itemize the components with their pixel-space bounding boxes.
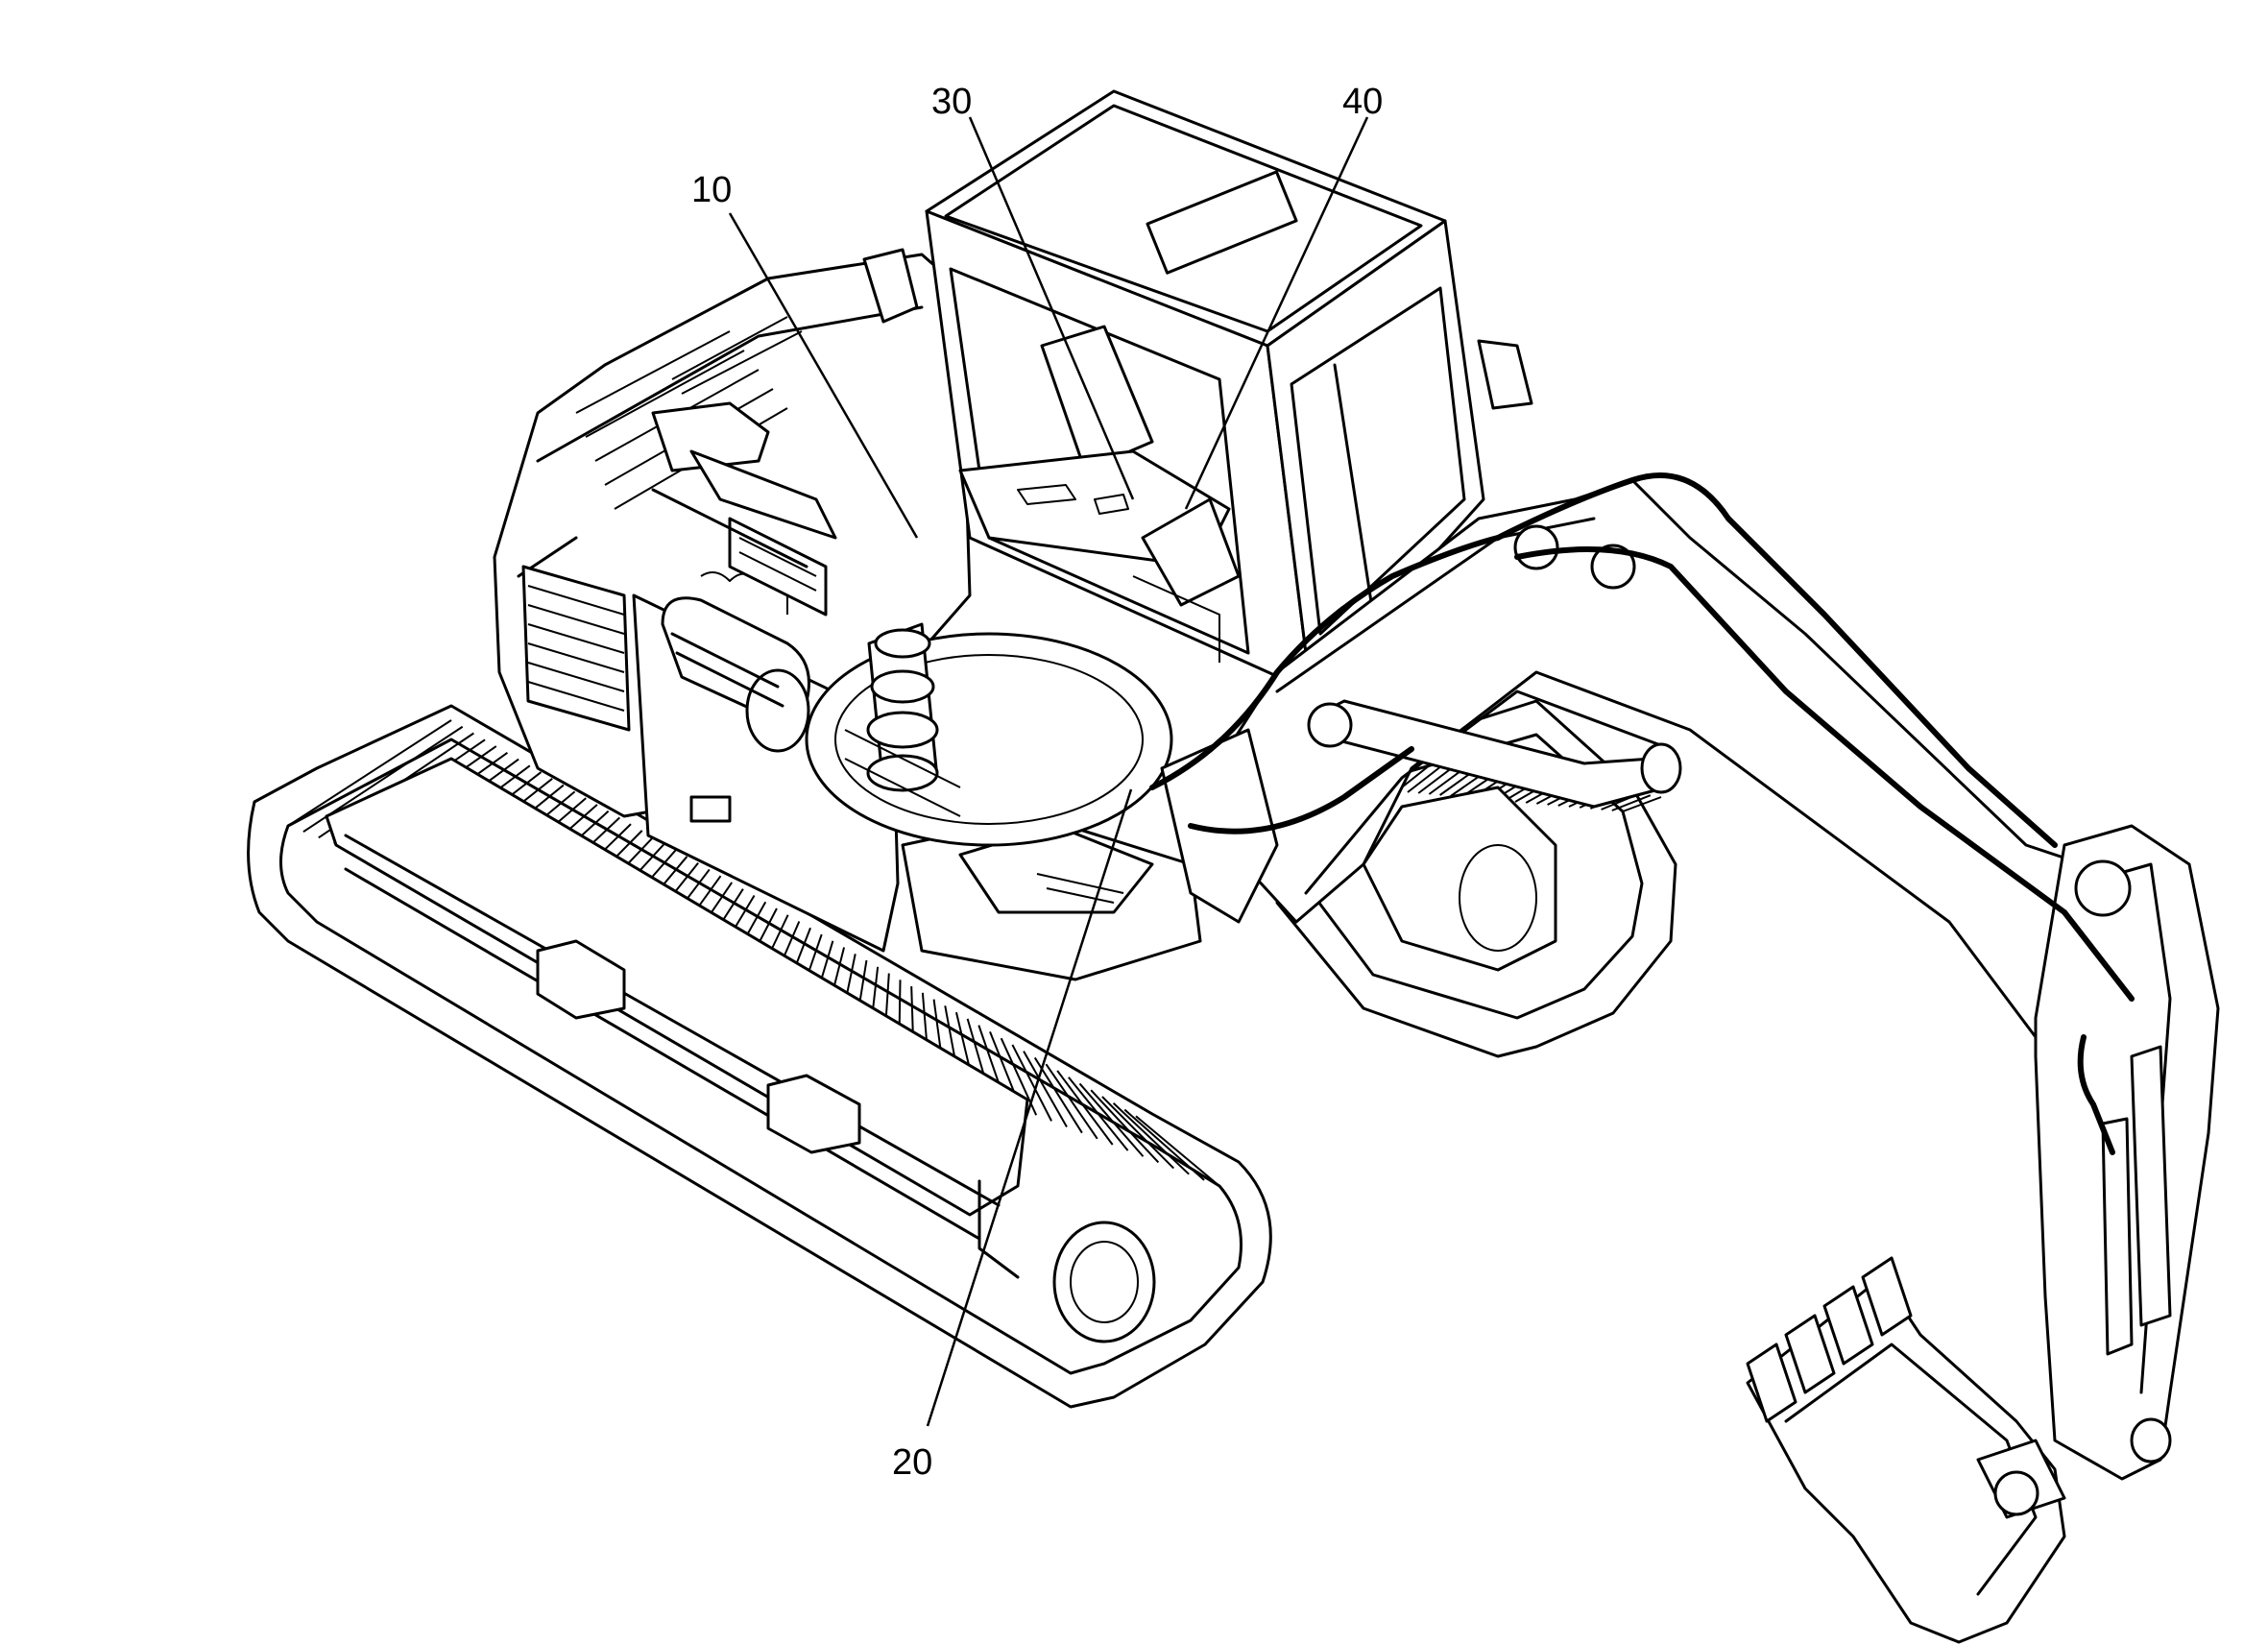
- track-rib: [1011, 1044, 1052, 1122]
- callout-30: 30: [931, 82, 972, 122]
- track-rib: [1135, 1115, 1220, 1187]
- callout-20: 20: [892, 1442, 932, 1483]
- track-rib: [1101, 1096, 1175, 1170]
- engine-grille: [521, 565, 631, 732]
- left-crawler-track: [247, 704, 1272, 1409]
- leader-lines: [728, 116, 1369, 1427]
- track-rib: [1033, 1056, 1083, 1134]
- leader-line-30: [968, 116, 1135, 500]
- callout-40: 40: [1342, 82, 1383, 122]
- track-rib: [1045, 1063, 1098, 1140]
- track-rib: [1068, 1077, 1129, 1151]
- track-rib: [1078, 1082, 1145, 1157]
- leader-line-40: [1184, 116, 1369, 510]
- track-rib: [1056, 1070, 1114, 1146]
- callout-10: 10: [691, 170, 732, 210]
- bucket: [1746, 1256, 2066, 1644]
- arm: [2034, 824, 2220, 1481]
- upper-structure: [493, 248, 1173, 953]
- undercarriage: [901, 814, 1202, 981]
- leader-line-10: [728, 212, 919, 539]
- engine-components: [651, 401, 837, 753]
- leader-line-20: [926, 788, 1133, 1427]
- track-rib: [1622, 796, 1662, 812]
- operator-cab: [925, 89, 1533, 693]
- hydraulic-hoses: [1149, 472, 2135, 1155]
- track-rib: [1023, 1051, 1068, 1128]
- rotary-joint: [805, 622, 1173, 847]
- track-rib: [1611, 794, 1652, 811]
- boom: [1160, 478, 2095, 1039]
- track-rib: [1123, 1108, 1205, 1181]
- track-rib: [287, 719, 452, 827]
- track-rib: [1090, 1089, 1160, 1164]
- callout-labels: 10 20 30 40: [691, 82, 1383, 1483]
- track-rib: [1112, 1102, 1190, 1175]
- boom-cylinder: [1307, 699, 1682, 809]
